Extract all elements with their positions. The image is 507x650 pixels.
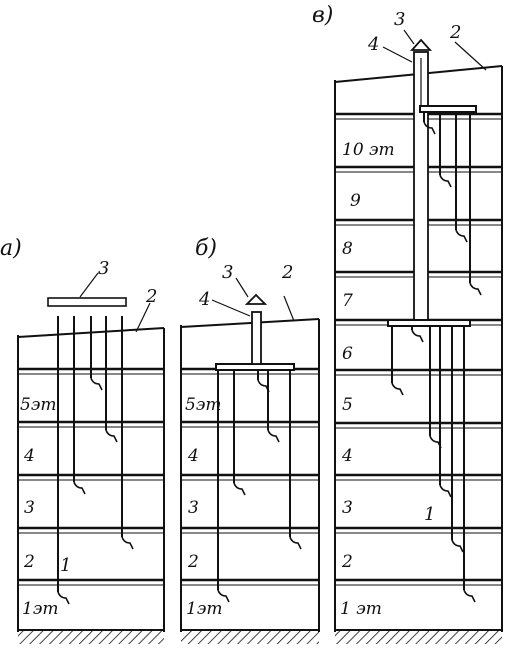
panel-a: а) 1эт 2 3 4 5эт 3: [0, 236, 165, 644]
panel-c-floor-1: 1 эт: [340, 599, 382, 619]
panel-b-ducts: [217, 370, 302, 603]
panel-c-callout-4: 4: [367, 34, 379, 55]
panel-b-floor-3: 3: [188, 498, 199, 518]
panel-c-roof-cap: [409, 38, 433, 51]
panel-c-floor-5: 5: [342, 395, 353, 415]
panel-c-letter: в): [312, 3, 333, 28]
panel-c-floor-3: 3: [342, 498, 353, 518]
panel-b: б) 1эт 2 3 4 5эт 3: [180, 236, 320, 644]
panel-c-floor-6: 6: [342, 344, 353, 364]
panel-c-floor-8: 8: [342, 239, 353, 259]
panel-c-floor-10: 10 эт: [342, 140, 395, 160]
panel-c-callout-2: 2: [449, 22, 461, 43]
panel-a-building: [17, 327, 165, 644]
panel-a-callout-3: 3: [98, 258, 109, 279]
panel-b-callout-2: 2: [281, 262, 293, 283]
panel-b-letter: б): [195, 236, 217, 261]
panel-b-building: [180, 318, 320, 644]
panel-b-callout-3: 3: [222, 262, 233, 283]
panel-c-floor-4: 4: [341, 446, 353, 466]
panel-a-floor-2: 2: [23, 552, 35, 572]
panel-c-floor-2: 2: [341, 552, 353, 572]
panel-a-callout-2: 2: [145, 286, 157, 307]
panel-a-callout-1: 1: [60, 555, 71, 576]
panel-c-lower-ducts: [391, 326, 476, 603]
panel-c-floor-9: 9: [350, 191, 361, 211]
panel-b-roof-cap: [244, 293, 268, 305]
panel-b-exhaust-shaft: [251, 311, 262, 365]
panel-a-floor-5: 5эт: [20, 395, 56, 415]
panel-b-floor-1: 1эт: [186, 599, 222, 619]
panel-b-floor-4: 4: [187, 446, 199, 466]
panel-a-roof-fitting: [47, 297, 127, 307]
panel-c-upper-collector: [419, 105, 477, 113]
panel-a-floor-4: 4: [23, 446, 35, 466]
panel-a-ducts: [57, 316, 134, 605]
panel-b-floor-5: 5эт: [185, 395, 221, 415]
panel-c-middle-collector: [387, 319, 471, 327]
panel-b-floor-2: 2: [187, 552, 199, 572]
panel-a-floor-1: 1эт: [22, 599, 58, 619]
panel-c-upper-ducts: [423, 112, 482, 296]
panel-c-callout-3: 3: [394, 9, 405, 30]
panel-b-callout-4: 4: [198, 289, 210, 310]
panel-c: в) 1 эт: [312, 3, 503, 644]
panel-a-letter: а): [0, 236, 22, 261]
panel-c-floor-7: 7: [342, 291, 353, 311]
panel-c-callout-1: 1: [424, 504, 435, 525]
panel-a-floor-3: 3: [24, 498, 35, 518]
